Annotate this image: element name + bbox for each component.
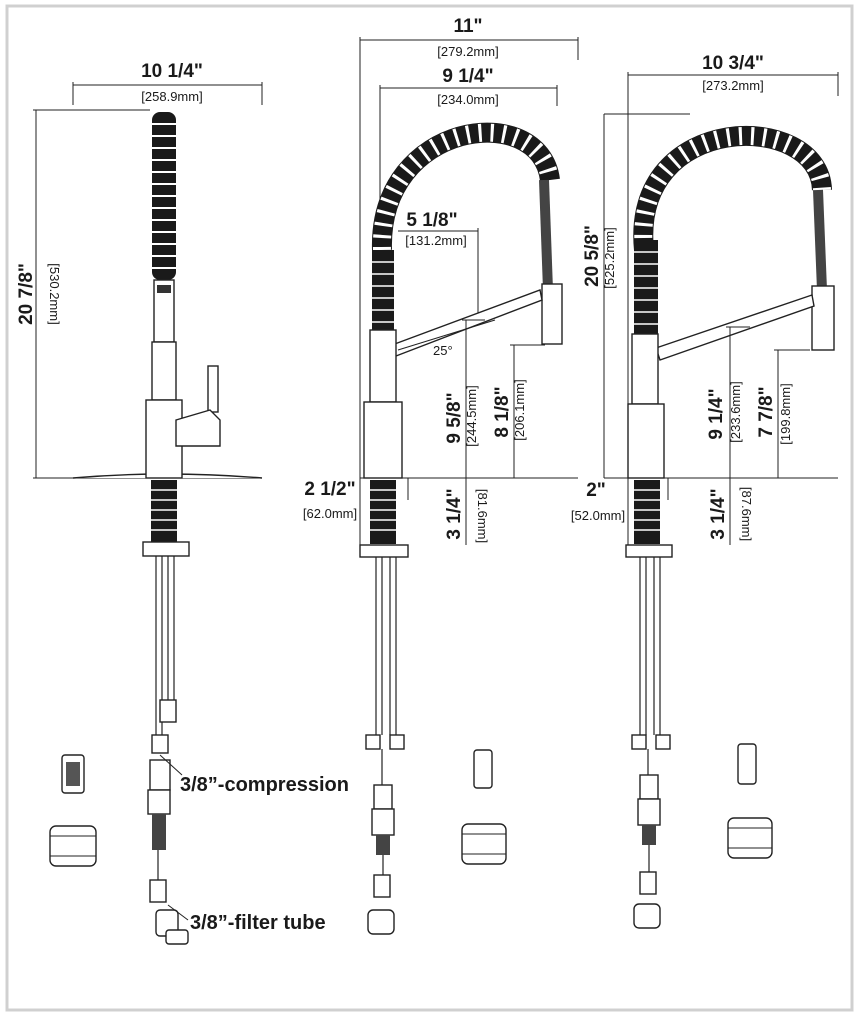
left-height-mm: [530.2mm]	[47, 263, 62, 324]
faucet-right-side-view	[603, 72, 839, 929]
left-spring-coil	[152, 112, 176, 280]
right-shank-in: 3 1/4"	[708, 488, 729, 539]
middle-width-in: 11"	[453, 16, 482, 37]
filter-tube-callout: 3/8”-filter tube	[190, 912, 326, 934]
right-clearance-mm: [199.8mm]	[778, 383, 793, 444]
right-spout-height-in: 9 1/4"	[706, 388, 727, 439]
right-width-in: 10 3/4"	[702, 53, 764, 74]
right-shank-mm: [87.6mm]	[739, 487, 754, 541]
drawing-border	[5, 4, 854, 1012]
left-width-mm: [258.9mm]	[141, 89, 202, 104]
compression-callout: 3/8”-compression	[180, 774, 349, 796]
middle-spout-height-mm: [244.5mm]	[464, 385, 479, 446]
right-width-mm: [273.2mm]	[702, 78, 763, 93]
right-spout-height-mm: [233.6mm]	[728, 381, 743, 442]
left-width-in: 10 1/4"	[141, 61, 203, 82]
middle-clearance-mm: [206.1mm]	[512, 379, 527, 440]
right-height-in: 20 5/8"	[582, 225, 603, 287]
right-base-dia-mm: [52.0mm]	[571, 508, 625, 523]
middle-clearance-in: 8 1/8"	[492, 386, 513, 437]
faucet-middle-side-view	[359, 37, 579, 935]
left-height-in: 20 7/8"	[16, 263, 37, 325]
middle-shank-in: 3 1/4"	[444, 488, 465, 539]
right-base-dia-in: 2"	[586, 480, 606, 501]
middle-base-dia-in: 2 1/2"	[304, 479, 355, 500]
middle-width-mm: [279.2mm]	[437, 44, 498, 59]
middle-reach-in: 9 1/4"	[442, 66, 493, 87]
middle-offset-in: 5 1/8"	[406, 210, 457, 231]
middle-reach-mm: [234.0mm]	[437, 92, 498, 107]
right-clearance-in: 7 7/8"	[756, 386, 777, 437]
faucet-left-front-view	[33, 82, 263, 945]
right-height-mm: [525.2mm]	[602, 227, 617, 288]
middle-offset-mm: [131.2mm]	[405, 233, 466, 248]
middle-shank-mm: [81.6mm]	[475, 489, 490, 543]
middle-spout-height-in: 9 5/8"	[444, 392, 465, 443]
middle-base-dia-mm: [62.0mm]	[303, 506, 357, 521]
middle-spout-angle: 25°	[433, 343, 453, 358]
